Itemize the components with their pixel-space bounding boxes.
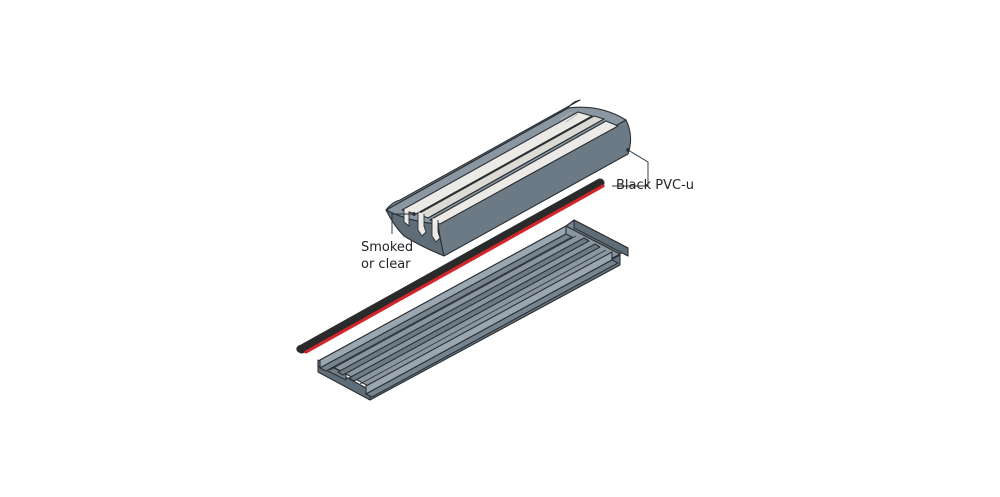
seal-strip bbox=[296, 178, 605, 354]
leader-lines bbox=[391, 148, 649, 234]
leader-smoked bbox=[391, 213, 414, 234]
cover-profile bbox=[385, 99, 632, 257]
base-channel bbox=[317, 219, 629, 401]
label-black-pvc-u: Black PVC-u bbox=[616, 178, 695, 193]
leader-black-pvc bbox=[612, 149, 649, 187]
label-smoked-or-clear: Smoked or clear bbox=[361, 239, 413, 273]
label-smoked-line1: Smoked bbox=[361, 240, 414, 255]
label-smoked-line2: or clear bbox=[361, 257, 411, 272]
